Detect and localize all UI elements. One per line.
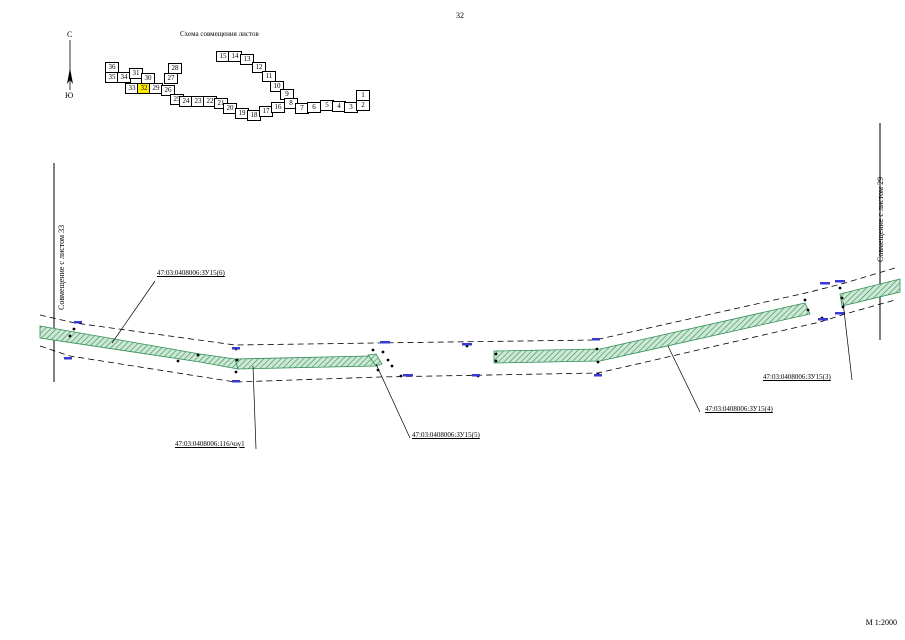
sheet-26[interactable]: 26 xyxy=(161,85,175,96)
sheet-13[interactable]: 13 xyxy=(240,54,254,65)
match-label-right: Совмещение с листом 29 xyxy=(876,176,885,262)
parcel-label-zu15-4: 47:03:0408006:ЗУ15(4) xyxy=(705,405,773,413)
parcel-label-zu15-6: 47:03:0408006:ЗУ15(6) xyxy=(157,269,225,277)
leader-zu15-3 xyxy=(842,301,853,381)
scale-label: М 1:2000 xyxy=(865,618,897,627)
boundary-dashed-upper xyxy=(39,267,896,346)
north-arrow xyxy=(67,40,73,90)
south-label: Ю xyxy=(65,91,74,100)
survey-point-tags xyxy=(64,280,845,383)
leader-zu15-6 xyxy=(111,280,156,344)
sheet-1[interactable]: 1 xyxy=(356,90,370,101)
sheet-10[interactable]: 10 xyxy=(270,81,284,92)
sheet-12[interactable]: 12 xyxy=(252,62,266,73)
sheet-11[interactable]: 11 xyxy=(262,71,276,82)
leader-116 xyxy=(252,365,257,450)
north-label: С xyxy=(67,30,73,39)
page-number: 32 xyxy=(456,11,464,20)
parcel-label-116-chzu1: 47:03:0408006:116/чзу1 xyxy=(175,440,245,448)
index-scheme-title: Схема совмещения листов xyxy=(180,30,259,38)
parcel-116-chzu1[interactable] xyxy=(234,355,377,370)
parcel-zu15-4[interactable] xyxy=(493,302,811,364)
parcel-zu15-6[interactable] xyxy=(39,325,239,370)
sheet-16[interactable]: 16 xyxy=(271,102,285,113)
leader-zu15-5 xyxy=(375,363,411,439)
boundary-dashed-lower xyxy=(39,299,896,383)
parcel-label-zu15-5: 47:03:0408006:ЗУ15(5) xyxy=(412,431,480,439)
sheet-6[interactable]: 6 xyxy=(307,102,321,113)
leader-zu15-4 xyxy=(667,345,701,413)
parcel-zu15-5[interactable] xyxy=(367,353,383,367)
parcel-zu15-3[interactable] xyxy=(839,278,901,307)
sheet-2[interactable]: 2 xyxy=(356,100,370,111)
sheet-27[interactable]: 27 xyxy=(164,73,178,84)
match-label-left: Совмещение с листом 33 xyxy=(57,224,66,310)
parcel-label-zu15-3: 47:03:0408006:ЗУ15(3) xyxy=(763,373,831,381)
